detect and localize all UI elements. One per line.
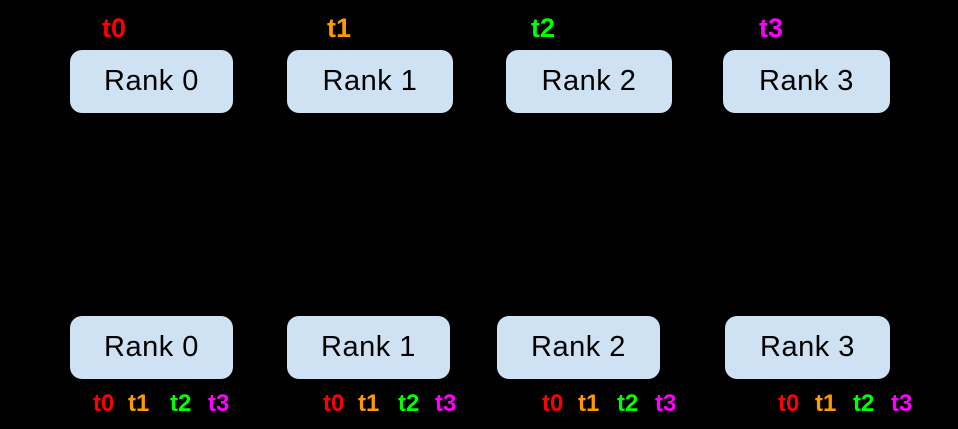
thread-label-t0-bottom-rank1: t0 <box>323 390 345 417</box>
rank-box-top-3: Rank 3 <box>723 50 890 113</box>
thread-label-t1-bottom-rank2: t1 <box>578 390 600 417</box>
thread-label-t1-bottom-rank3: t1 <box>815 390 837 417</box>
thread-label-t2-bottom-rank3: t2 <box>853 390 875 417</box>
rank-box-label: Rank 1 <box>322 65 418 97</box>
rank-box-label: Rank 0 <box>104 331 199 363</box>
thread-label-t3-bottom-rank1: t3 <box>435 390 457 417</box>
thread-label-t2-bottom-rank0: t2 <box>170 390 192 417</box>
thread-label-t3-top: t3 <box>759 13 784 43</box>
rank-box-label: Rank 3 <box>760 331 855 363</box>
rank-box-top-2: Rank 2 <box>506 50 672 113</box>
thread-label-t0-bottom-rank0: t0 <box>93 390 115 417</box>
thread-label-t3-bottom-rank3: t3 <box>891 390 913 417</box>
rank-box-bottom-1: Rank 1 <box>287 316 450 379</box>
thread-label-t1-bottom-rank1: t1 <box>358 390 380 417</box>
thread-label-t0-bottom-rank3: t0 <box>778 390 800 417</box>
thread-label-t2-bottom-rank2: t2 <box>617 390 639 417</box>
rank-box-label: Rank 3 <box>759 65 854 97</box>
rank-box-label: Rank 2 <box>541 65 637 97</box>
rank-box-bottom-3: Rank 3 <box>725 316 890 379</box>
thread-label-t2-top: t2 <box>531 13 556 43</box>
thread-label-t2-bottom-rank1: t2 <box>398 390 420 417</box>
thread-label-t1-bottom-rank0: t1 <box>128 390 150 417</box>
thread-label-t3-bottom-rank0: t3 <box>208 390 230 417</box>
rank-box-label: Rank 0 <box>104 65 199 97</box>
rank-box-bottom-2: Rank 2 <box>497 316 660 379</box>
thread-label-t0-bottom-rank2: t0 <box>542 390 564 417</box>
rank-box-label: Rank 1 <box>321 331 416 363</box>
thread-label-t0-top: t0 <box>102 13 127 43</box>
thread-label-t3-bottom-rank2: t3 <box>655 390 677 417</box>
rank-box-bottom-0: Rank 0 <box>70 316 233 379</box>
thread-label-t1-top: t1 <box>327 13 352 43</box>
rank-box-label: Rank 2 <box>531 331 626 363</box>
rank-box-top-1: Rank 1 <box>287 50 453 113</box>
rank-box-top-0: Rank 0 <box>70 50 233 113</box>
